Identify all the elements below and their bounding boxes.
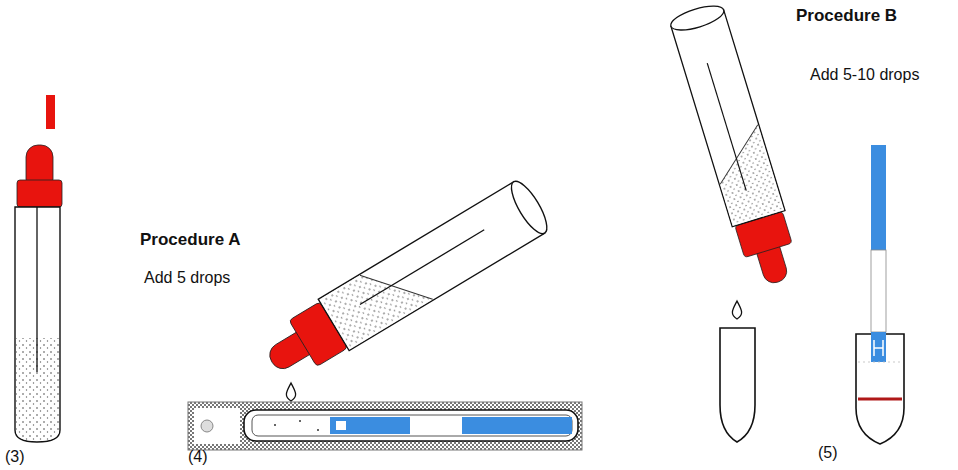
drop xyxy=(286,383,295,401)
drawing-part xyxy=(252,415,572,436)
drawing-part xyxy=(871,145,886,250)
drawing-part xyxy=(274,424,276,426)
strip-cup xyxy=(856,145,904,444)
drawing-part xyxy=(330,417,410,434)
drawing-part xyxy=(194,408,240,444)
instruction-text: Add 5 drops xyxy=(144,269,230,287)
drawing-part xyxy=(858,362,902,363)
callout-number: (3) xyxy=(5,448,25,466)
dropper-tube xyxy=(668,1,804,290)
drawing-part xyxy=(188,402,582,450)
drawing-part xyxy=(720,328,755,442)
drawing-part xyxy=(336,421,346,430)
callout-number: (4) xyxy=(188,448,208,466)
callout-number: (5) xyxy=(818,444,838,462)
drawing-part xyxy=(15,207,60,442)
drawing-part xyxy=(874,340,883,356)
drawing-part xyxy=(244,410,578,441)
drawing-part xyxy=(871,332,886,362)
drop xyxy=(732,301,741,319)
drawing-part xyxy=(871,250,886,332)
drawing-part xyxy=(462,417,572,434)
drawing-part xyxy=(299,420,301,422)
test-cassette xyxy=(188,402,582,450)
drawing-part xyxy=(257,177,554,388)
drawing-part xyxy=(858,398,902,401)
procedure-heading: Procedure A xyxy=(140,230,240,250)
procedure-heading: Procedure B xyxy=(796,6,897,26)
instruction-text: Add 5-10 drops xyxy=(810,66,919,84)
drawing-part xyxy=(201,420,213,432)
drawing-part xyxy=(36,207,37,372)
sample-cup xyxy=(720,328,755,442)
drawing-part xyxy=(668,1,804,290)
drawing-part xyxy=(17,180,62,207)
drawing-part xyxy=(46,95,55,129)
dropper-tube xyxy=(257,177,554,388)
sample-tube xyxy=(15,95,62,442)
drawing-part xyxy=(317,429,319,431)
